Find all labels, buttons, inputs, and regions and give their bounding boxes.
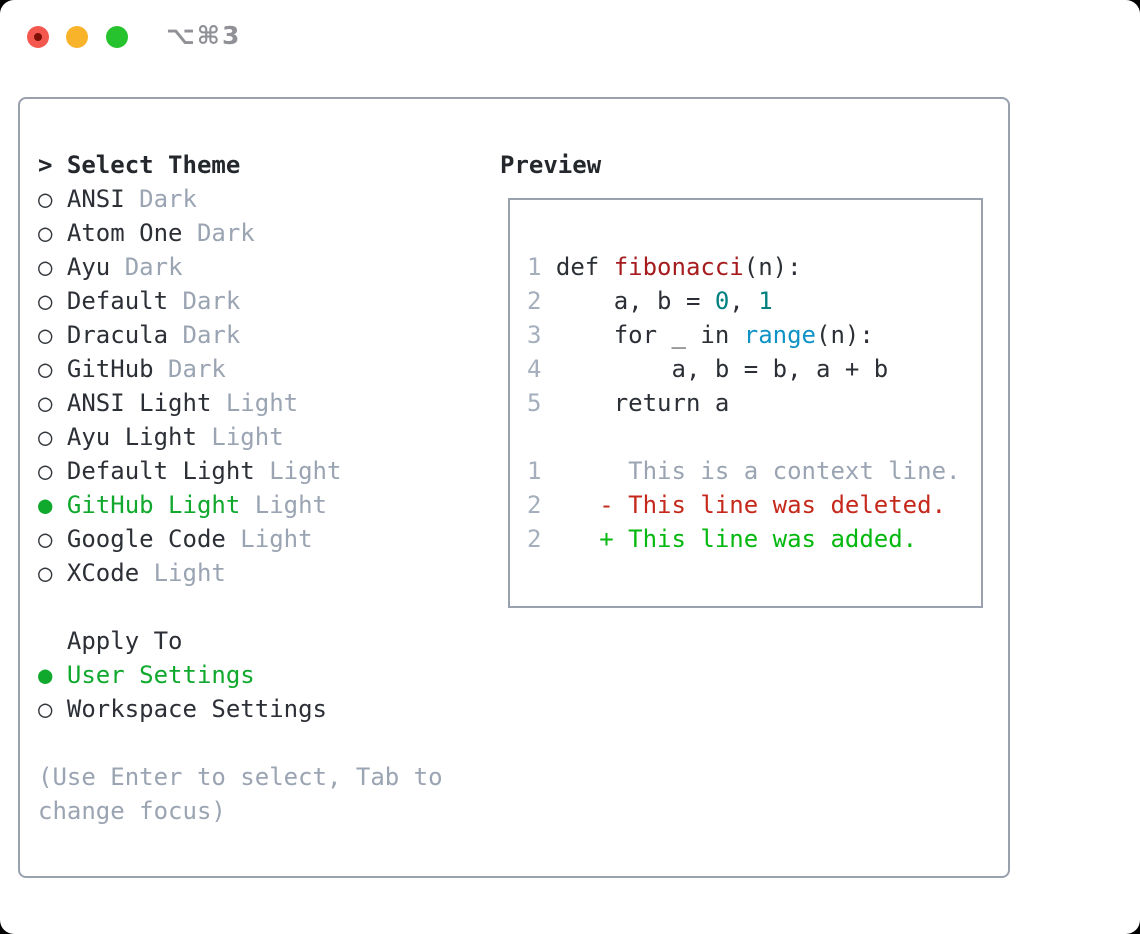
zoom-button[interactable] xyxy=(106,26,128,48)
radio-unselected-icon: ○ xyxy=(38,321,67,349)
close-dot-icon xyxy=(34,33,42,41)
preview-code-lines: 1 def fibonacci(n): 2 a, b = 0, 1 3 for _ … xyxy=(527,250,975,556)
diff-context-line: 1 This is a context line. xyxy=(527,457,961,485)
code-line-4: 4 a, b = b, a + b xyxy=(527,355,889,383)
theme-option-ansi-dark[interactable]: ○ ANSI Dark xyxy=(38,185,197,213)
close-button[interactable] xyxy=(27,26,49,48)
code-line-2: 2 a, b = 0, 1 xyxy=(527,287,773,315)
spacer xyxy=(38,590,443,624)
window-title: ⌥⌘3 xyxy=(166,21,242,50)
radio-unselected-icon: ○ xyxy=(38,287,67,315)
theme-option-github-dark[interactable]: ○ GitHub Dark xyxy=(38,355,226,383)
radio-unselected-icon: ○ xyxy=(38,695,67,723)
theme-list: > Select Theme ○ ANSI Dark ○ Atom One Dark… xyxy=(38,148,443,828)
theme-option-xcode-light[interactable]: ○ XCode Light xyxy=(38,559,226,587)
apply-option-workspace-settings[interactable]: ○ Workspace Settings xyxy=(38,695,327,723)
diff-added-line: 2 + This line was added. xyxy=(527,525,918,553)
radio-unselected-icon: ○ xyxy=(38,457,67,485)
theme-option-github-light-selected[interactable]: ● GitHub Light Light xyxy=(38,491,327,519)
theme-option-ayu-light[interactable]: ○ Ayu Light Light xyxy=(38,423,284,451)
preview-title: Preview xyxy=(500,151,602,179)
theme-option-default-light[interactable]: ○ Default Light Light xyxy=(38,457,342,485)
radio-unselected-icon: ○ xyxy=(38,389,67,417)
theme-option-dracula-dark[interactable]: ○ Dracula Dark xyxy=(38,321,241,349)
minimize-button[interactable] xyxy=(66,26,88,48)
radio-selected-icon: ● xyxy=(38,661,67,689)
radio-unselected-icon: ○ xyxy=(38,219,67,247)
code-line-5: 5 return a xyxy=(527,389,730,417)
apply-option-user-settings-selected[interactable]: ● User Settings xyxy=(38,661,255,689)
radio-unselected-icon: ○ xyxy=(38,525,67,553)
code-line-3: 3 for _ in range(n): xyxy=(527,321,874,349)
code-line-1: 1 def fibonacci(n): xyxy=(527,253,802,281)
apply-to-header: Apply To xyxy=(38,627,183,655)
theme-option-default-dark[interactable]: ○ Default Dark xyxy=(38,287,241,315)
theme-option-ansi-light[interactable]: ○ ANSI Light Light xyxy=(38,389,299,417)
radio-unselected-icon: ○ xyxy=(38,185,67,213)
preview-code-box: 1 def fibonacci(n): 2 a, b = 0, 1 3 for _ … xyxy=(508,198,983,608)
theme-option-ayu-dark[interactable]: ○ Ayu Dark xyxy=(38,253,183,281)
radio-selected-icon: ● xyxy=(38,491,67,519)
theme-option-google-code-light[interactable]: ○ Google Code Light xyxy=(38,525,313,553)
spacer xyxy=(38,726,443,760)
spacer xyxy=(527,420,975,454)
theme-option-atom-one-dark[interactable]: ○ Atom One Dark xyxy=(38,219,255,247)
main-panel: > Select Theme ○ ANSI Dark ○ Atom One Dark… xyxy=(18,97,1010,878)
hint-line-2: change focus) xyxy=(38,797,226,825)
select-theme-header: > Select Theme xyxy=(38,151,241,179)
hint-line-1: (Use Enter to select, Tab to xyxy=(38,763,443,791)
radio-unselected-icon: ○ xyxy=(38,355,67,383)
diff-deleted-line: 2 - This line was deleted. xyxy=(527,491,947,519)
radio-unselected-icon: ○ xyxy=(38,559,67,587)
radio-unselected-icon: ○ xyxy=(38,423,67,451)
radio-unselected-icon: ○ xyxy=(38,253,67,281)
